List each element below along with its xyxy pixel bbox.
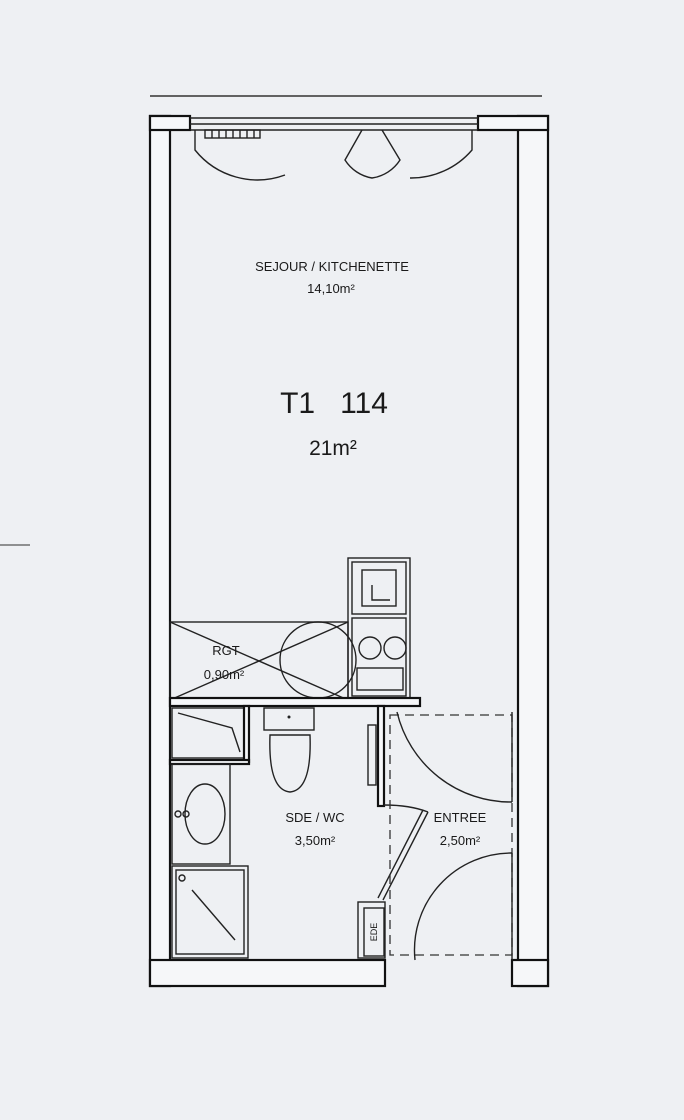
room-name-rgt: RGT [212, 643, 240, 658]
unit-area: 21m² [309, 437, 357, 460]
room-name-sde-wc: SDE / WC [285, 810, 344, 825]
room-area-rgt: 0,90m² [204, 667, 245, 682]
room-area-entree: 2,50m² [440, 833, 481, 848]
unit-name: T1 114 [280, 387, 388, 420]
storage-rgt [168, 621, 422, 708]
kitchenette [347, 557, 411, 701]
ede-label: EDE [369, 923, 379, 942]
exterior-walls [148, 114, 550, 988]
room-name-entree: ENTREE [434, 810, 487, 825]
window [190, 117, 478, 181]
entrance [389, 711, 513, 961]
room-name-sejour: SEJOUR / KITCHENETTE [255, 259, 409, 274]
room-area-sejour: 14,10m² [307, 281, 355, 296]
bathroom: EDE [168, 704, 429, 959]
room-area-sde-wc: 3,50m² [295, 833, 336, 848]
